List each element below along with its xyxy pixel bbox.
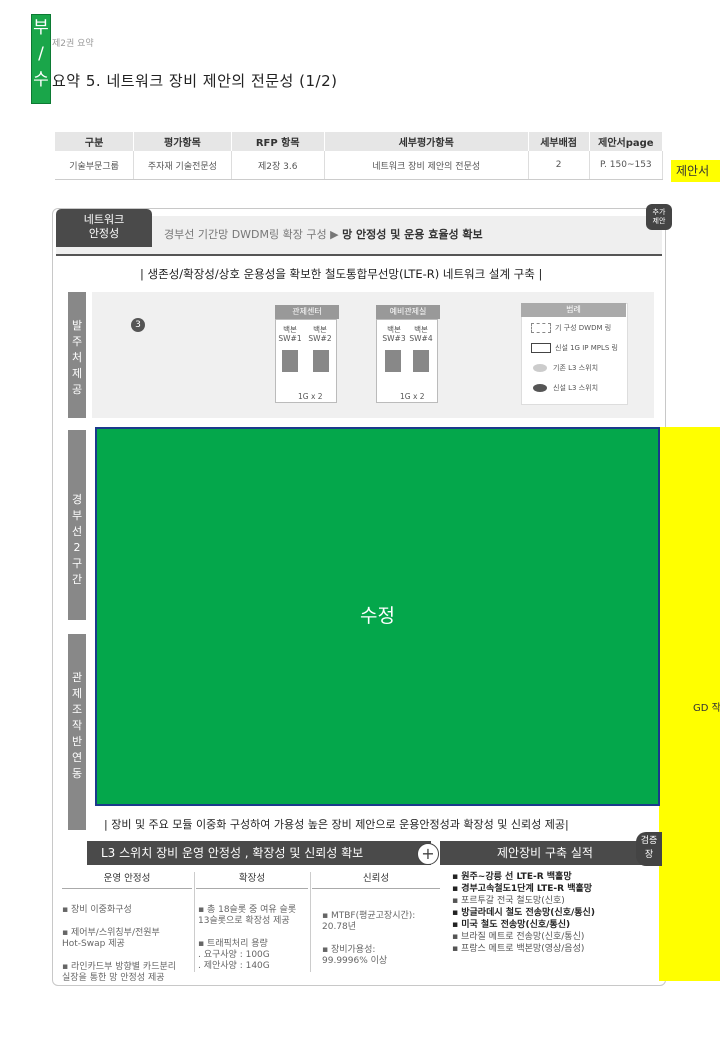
breadcrumb: 제2권 요약 bbox=[52, 39, 94, 49]
switch-icon bbox=[282, 350, 298, 372]
dwdm-ring-icon bbox=[531, 323, 551, 333]
column-body: ▪ 장비 이중화구성 ▪ 제어부/스위칭부/전원부 Hot-Swap 제공 ▪ … bbox=[62, 894, 196, 996]
table-header: 평가항목 bbox=[133, 132, 232, 151]
diagram-subtitle: | 생존성/확장성/상호 운용성을 확보한 철도통합무선망(LTE-R) 네트워… bbox=[140, 267, 543, 281]
section-label-text: 경부선2구간 bbox=[71, 493, 83, 586]
list-item: ▪ 원주~강릉 선 LTE-R 백홀망 bbox=[452, 872, 572, 882]
table-cell: P. 150~153 bbox=[589, 151, 664, 180]
switch-icon bbox=[385, 350, 401, 372]
list-item: ▪ 제어부/스위칭부/전원부 Hot-Swap 제공 bbox=[62, 928, 160, 949]
card-header-bold: 망 안정성 및 운용 효율성 확보 bbox=[342, 228, 483, 241]
legend-item: 기 구성 DWDM 링 bbox=[531, 323, 611, 333]
list-item: ▪ 브라질 메트로 전송망(신호/통신) bbox=[452, 932, 585, 942]
card-header-plain: 경부선 기간망 DWDM링 확장 구성 ▶ bbox=[164, 228, 343, 241]
new-switch-icon bbox=[533, 384, 547, 392]
legend-item: 신설 L3 스위치 bbox=[531, 383, 598, 393]
card-header-bar bbox=[56, 216, 662, 256]
center-title: 예비관제실 bbox=[376, 305, 440, 319]
table-cell: 제2장 3.6 bbox=[231, 151, 325, 180]
column-divider bbox=[310, 872, 311, 972]
section-label-text: 관제조작반연동 bbox=[71, 671, 83, 780]
plus-icon: + bbox=[417, 843, 439, 865]
references-bar: 제안장비 구축 실적 bbox=[440, 841, 650, 865]
side-tab-char: 부 bbox=[33, 18, 49, 38]
review-note: GD 작 bbox=[693, 703, 720, 714]
column-body: ▪ 총 18슬롯 중 여유 슬롯 13슬롯으로 확장성 제공 ▪ 트래픽처리 용… bbox=[198, 894, 310, 984]
legend-title: 범례 bbox=[521, 303, 626, 317]
column-divider bbox=[194, 872, 195, 972]
list-item: ▪ 프랑스 메트로 백본망(영상/음성) bbox=[452, 944, 585, 954]
table-cell: 2 bbox=[528, 151, 590, 180]
table-header: 세부배점 bbox=[528, 132, 590, 151]
switch-icon bbox=[313, 350, 329, 372]
additional-proposal-badge: 추가 제안 bbox=[646, 204, 672, 230]
review-highlight-strip bbox=[659, 427, 720, 981]
page-title: 요약 5. 네트워크 장비 제안의 전문성 (1/2) bbox=[52, 72, 338, 90]
list-item: ▪ 미국 철도 전송망(신호/통신) bbox=[452, 920, 571, 930]
list-item: ▪ 경부고속철도1단계 LTE-R 백홀망 bbox=[452, 884, 593, 894]
l3-switch-bar: L3 스위치 장비 운영 안정성 , 확장성 및 신뢰성 확보 bbox=[87, 841, 431, 865]
switch-icon bbox=[413, 350, 429, 372]
list-item: ▪ 장비 이중화구성 bbox=[62, 905, 132, 915]
table-header: RFP 항목 bbox=[231, 132, 325, 151]
list-item: ▪ 총 18슬롯 중 여유 슬롯 13슬롯으로 확장성 제공 bbox=[198, 905, 297, 926]
reference-list: ▪ 원주~강릉 선 LTE-R 백홀망 ▪ 경부고속철도1단계 LTE-R 백홀… bbox=[452, 871, 595, 955]
verification-tag: 검증 장 bbox=[636, 832, 662, 866]
list-item: ▪ 장비가용성: 99.9996% 이상 bbox=[322, 945, 388, 966]
column-body: ▪ MTBF(평균고장시간): 20.78년 ▪ 장비가용성: 99.9996%… bbox=[322, 900, 440, 979]
list-item: ▪ MTBF(평균고장시간): 20.78년 bbox=[322, 911, 416, 932]
table-header-row: 구분 평가항목 RFP 항목 세부평가항목 세부배점 제안서page bbox=[55, 132, 664, 151]
list-item: ▪ 라인카드부 방향별 카드분리 실장을 통한 망 안정성 제공 bbox=[62, 962, 177, 983]
table-header: 세부평가항목 bbox=[324, 132, 529, 151]
section-label-text: 발주처제공 bbox=[71, 319, 83, 396]
column-header: 신뢰성 bbox=[312, 870, 440, 889]
column-header: 확장성 bbox=[196, 870, 308, 889]
center-title: 관제센터 bbox=[275, 305, 339, 319]
legend-item: 신설 1G IP MPLS 링 bbox=[531, 343, 618, 353]
section-label-control: 관제조작반연동 bbox=[68, 634, 86, 830]
card-tab: 네트워크 안정성 bbox=[56, 209, 152, 247]
list-item: ▪ 트래픽처리 용량 . 요구사양 : 100G . 제안사양 : 140G bbox=[198, 939, 270, 971]
section-label-client: 발주처제공 bbox=[68, 292, 86, 418]
existing-switch-icon bbox=[533, 364, 547, 372]
list-item: ▪ 포르투갈 전국 철도망(신호) bbox=[452, 896, 565, 906]
legend-item: 기존 L3 스위치 bbox=[531, 363, 598, 373]
list-item: ▪ 방글라데시 철도 전송망(신호/통신) bbox=[452, 908, 595, 918]
link-capacity: 1G x 2 bbox=[400, 392, 425, 401]
side-note: 제안서 bbox=[671, 160, 720, 182]
revision-placeholder: 수정 bbox=[95, 427, 660, 806]
table-cell: 기술부문그룹 bbox=[55, 151, 135, 180]
section-label-line2: 경부선2구간 bbox=[68, 430, 86, 620]
table-cell: 네트워크 장비 제안의 전문성 bbox=[324, 151, 529, 180]
table-row: 기술부문그룹 주자재 기술전문성 제2장 3.6 네트워크 장비 제안의 전문성… bbox=[55, 151, 664, 180]
table-header: 구분 bbox=[55, 132, 135, 151]
side-tab-char: / bbox=[38, 44, 44, 64]
evaluation-table: 구분 평가항목 RFP 항목 세부평가항목 세부배점 제안서page 기술부문그… bbox=[55, 132, 664, 180]
link-capacity: 1G x 2 bbox=[298, 392, 323, 401]
table-cell: 주자재 기술전문성 bbox=[133, 151, 232, 180]
side-tab-char: 수 bbox=[33, 70, 49, 90]
bottom-subtitle: | 장비 및 주요 모듈 이중화 구성하여 가용성 높은 장비 제안으로 운용안… bbox=[104, 818, 569, 831]
step-number: 3 bbox=[131, 318, 145, 332]
column-header: 운영 안정성 bbox=[62, 870, 192, 889]
side-tab: 부 / 수 bbox=[31, 14, 51, 104]
mpls-ring-icon bbox=[531, 343, 551, 353]
card-header: 경부선 기간망 DWDM링 확장 구성 ▶ 망 안정성 및 운용 효율성 확보 bbox=[164, 226, 483, 242]
table-header: 제안서page bbox=[589, 132, 664, 151]
